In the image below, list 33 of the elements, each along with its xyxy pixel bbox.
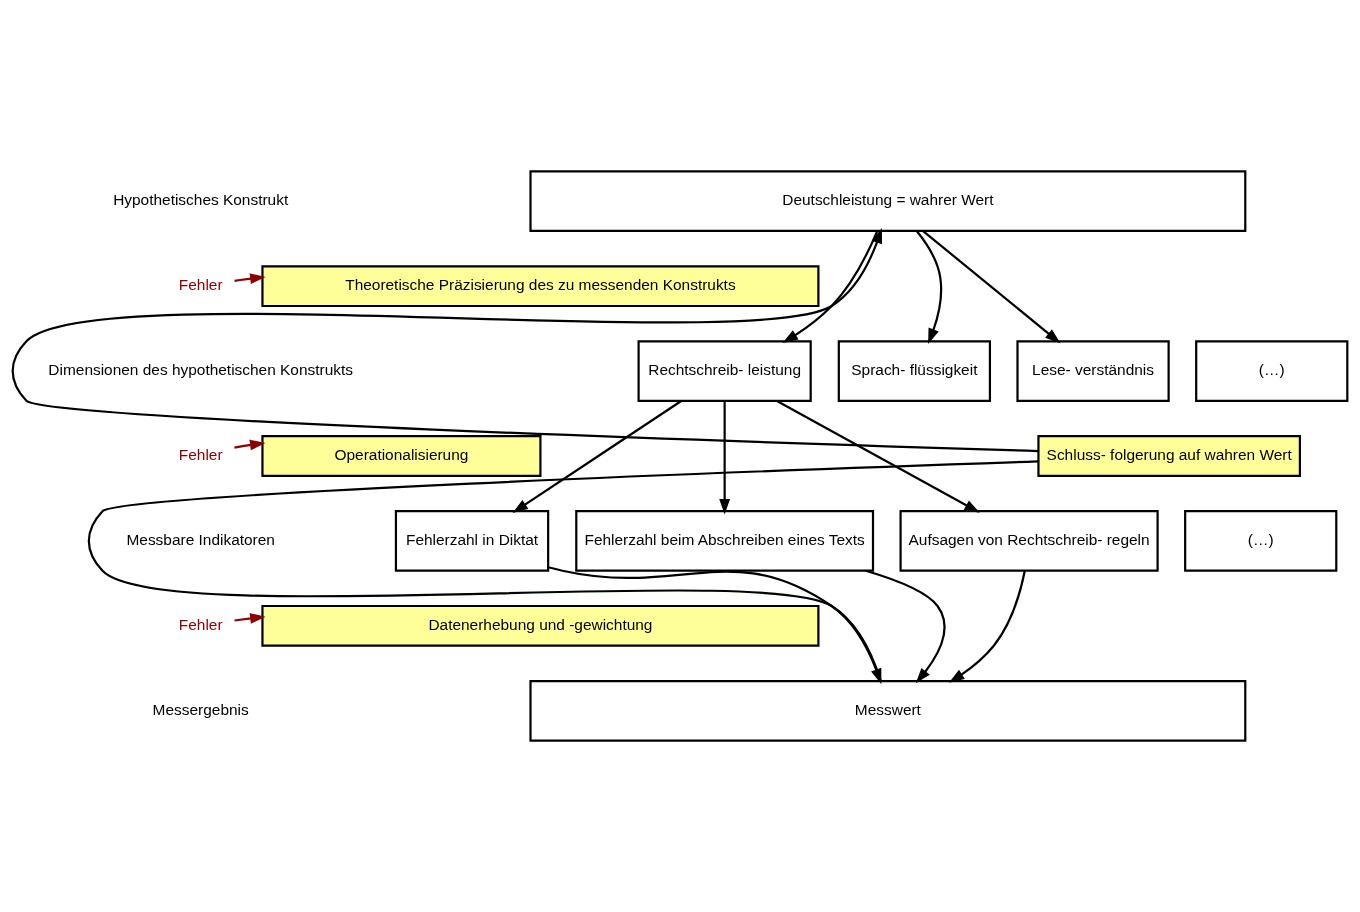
arrow <box>719 401 731 515</box>
arrow <box>12 227 1039 453</box>
arrow <box>234 613 266 624</box>
node-box: Theoretische Präzisierung des zu messenden Konstrukts <box>261 265 820 308</box>
node-box: Aufsagen von Rechtschreib- regeln <box>899 510 1159 572</box>
arrow <box>922 230 1061 344</box>
node-box: Rechtschreib- leistung <box>637 340 812 402</box>
arrow <box>782 230 879 343</box>
node-box: Deutschleistung = wahrer Wert <box>529 170 1247 233</box>
node-box: Operationalisierung <box>261 435 542 477</box>
node-text: Fehler <box>178 276 223 294</box>
label: Messbare Indikatoren <box>126 531 275 549</box>
node-box: (…) <box>1195 340 1349 402</box>
label: Messergebnis <box>152 700 249 718</box>
connector <box>88 460 1039 682</box>
node-box: Fehlerzahl in Diktat <box>394 510 550 572</box>
arrow <box>234 273 266 285</box>
arrow <box>234 439 266 451</box>
node-text: Fehler <box>178 446 223 464</box>
arrow <box>776 400 980 513</box>
node-box: Sprach- flüssigkeit <box>837 340 992 402</box>
label: Dimensionen des hypothetischen Konstrukts <box>48 361 354 379</box>
node-box: Lese- verständnis <box>1016 340 1170 402</box>
node-box: Datenerhebung und -gewichtung <box>261 604 820 647</box>
node-text: Fehler <box>178 615 223 633</box>
arrow <box>512 400 682 513</box>
arrow <box>948 570 1026 683</box>
node-box: Schluss- folgerung auf wahren Wert <box>1037 435 1301 477</box>
node-box: Fehlerzahl beim Abschreiben eines Texts <box>575 510 875 572</box>
node-box: Messwert <box>529 679 1247 742</box>
label: Hypothetisches Konstrukt <box>113 191 289 209</box>
node-box: (…) <box>1184 510 1338 572</box>
arrow <box>915 230 943 344</box>
